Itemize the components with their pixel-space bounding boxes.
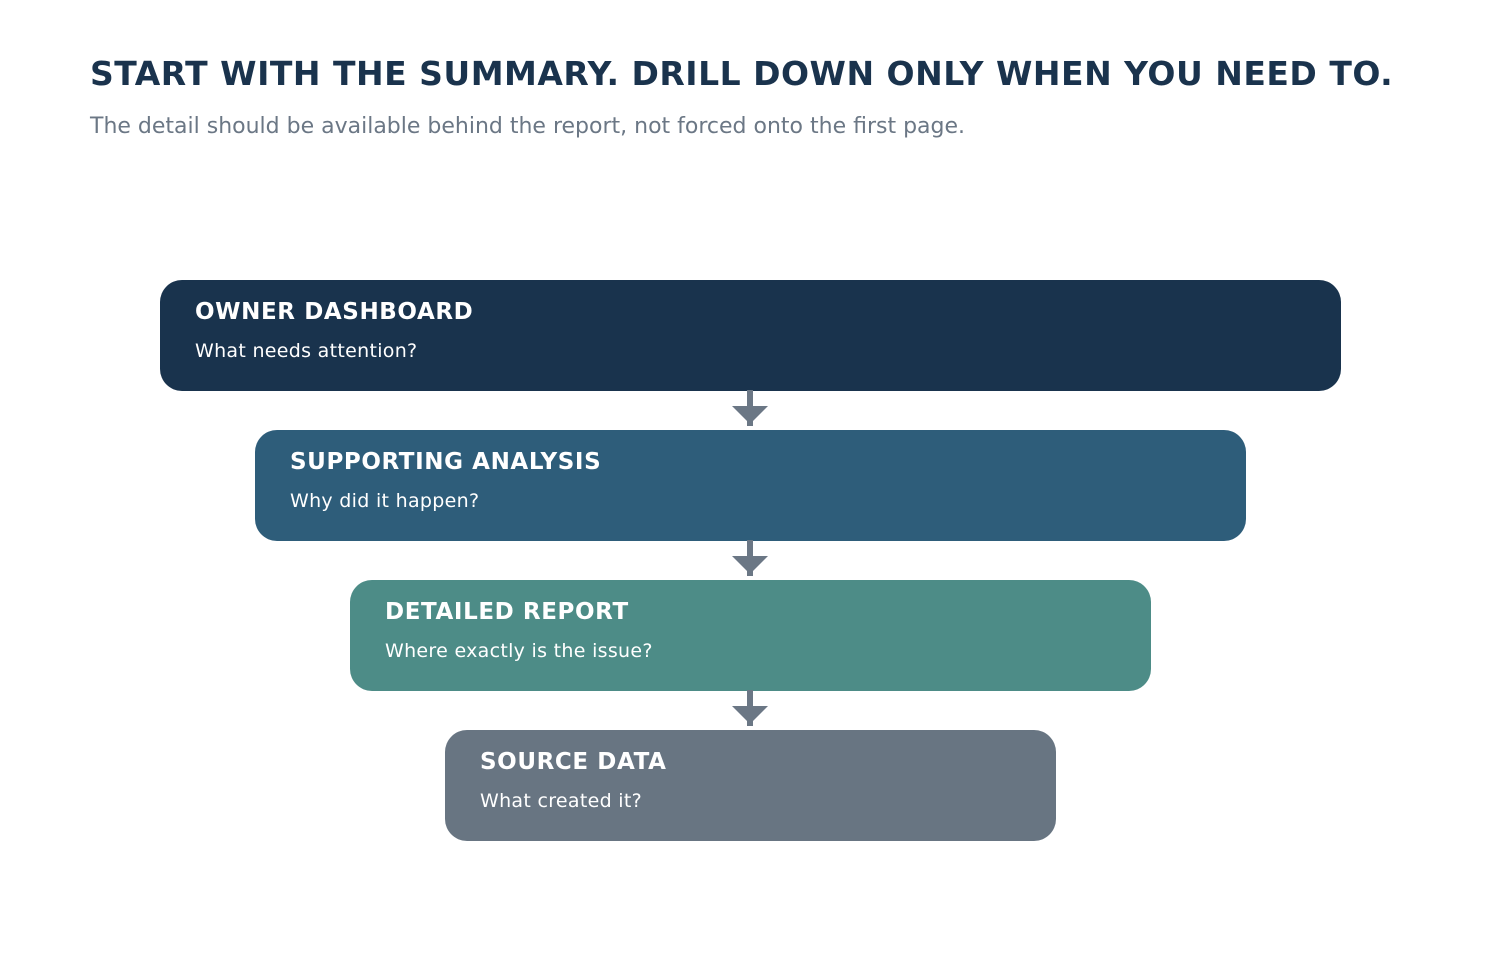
down-arrow-icon — [732, 690, 768, 726]
tier-source-data: SOURCE DATA What created it? — [445, 730, 1056, 841]
tier-supporting-analysis: SUPPORTING ANALYSIS Why did it happen? — [255, 430, 1246, 541]
tier-question: What created it? — [480, 790, 642, 812]
tier-question: Why did it happen? — [290, 490, 480, 512]
page-subtitle: The detail should be available behind th… — [90, 114, 966, 139]
tier-detailed-report: DETAILED REPORT Where exactly is the iss… — [350, 580, 1151, 691]
down-arrow-icon — [732, 540, 768, 576]
tier-owner-dashboard: OWNER DASHBOARD What needs attention? — [160, 280, 1341, 391]
tier-label: SUPPORTING ANALYSIS — [290, 449, 602, 475]
page-title: START WITH THE SUMMARY. DRILL DOWN ONLY … — [90, 54, 1394, 93]
tier-label: SOURCE DATA — [480, 749, 667, 775]
tier-label: OWNER DASHBOARD — [195, 299, 474, 325]
tier-question: What needs attention? — [195, 340, 418, 362]
tier-question: Where exactly is the issue? — [385, 640, 653, 662]
tier-label: DETAILED REPORT — [385, 599, 629, 625]
down-arrow-icon — [732, 390, 768, 426]
